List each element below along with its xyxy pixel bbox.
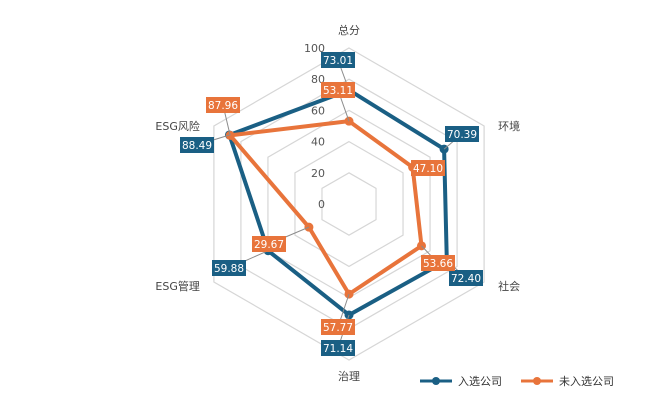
tick-label: 0 xyxy=(318,198,325,211)
value-label: 29.67 xyxy=(254,239,284,251)
value-label-box xyxy=(321,340,355,356)
tick-label: 40 xyxy=(311,136,325,149)
legend-item[interactable]: 入选公司 xyxy=(420,375,502,388)
value-label-box xyxy=(321,319,355,335)
grid-ring-40 xyxy=(294,140,404,268)
chart-legend[interactable]: 入选公司 未入选公司 xyxy=(420,375,614,388)
value-label-box xyxy=(321,52,355,68)
value-label: 72.40 xyxy=(451,273,481,285)
legend-label: 未入选公司 xyxy=(559,375,614,388)
value-label-box xyxy=(180,137,214,153)
legend-item[interactable]: 未入选公司 xyxy=(521,375,614,388)
radar-value-labels: 73.01 70.39 72.40 71.14 59.88 88.49 53.11 47.10… xyxy=(180,52,483,356)
axis-name: 环境 xyxy=(498,119,520,133)
value-label: 71.14 xyxy=(323,343,353,355)
value-label-box xyxy=(321,82,355,98)
value-label-box xyxy=(449,270,483,286)
value-label-box xyxy=(206,97,240,113)
axis-name: 治理 xyxy=(338,369,360,383)
value-label: 57.77 xyxy=(323,322,353,334)
axis-name: ESG管理 xyxy=(155,279,199,293)
legend-swatch-dot xyxy=(432,377,440,385)
value-label-box xyxy=(411,160,445,176)
value-label: 88.49 xyxy=(182,140,212,152)
grid-ring-100 xyxy=(213,47,485,361)
series-line xyxy=(228,119,424,297)
value-label-box xyxy=(212,260,246,276)
value-label-box xyxy=(445,126,479,142)
radar-series xyxy=(224,85,452,320)
value-label: 53.66 xyxy=(423,258,453,270)
value-label: 70.39 xyxy=(447,129,477,141)
legend-label: 入选公司 xyxy=(458,375,502,388)
value-label: 59.88 xyxy=(214,263,244,275)
legend-swatch-dot xyxy=(533,377,541,385)
value-label-box xyxy=(421,255,455,271)
axis-name: ESG风险 xyxy=(155,119,199,133)
tick-label: 60 xyxy=(311,104,325,117)
grid-ring-20 xyxy=(321,172,377,236)
value-label: 73.01 xyxy=(323,55,353,67)
value-label: 47.10 xyxy=(413,163,443,175)
value-label: 87.96 xyxy=(208,100,238,112)
tick-label: 20 xyxy=(311,167,325,180)
tick-label: 100 xyxy=(304,42,325,55)
axis-name: 社会 xyxy=(498,279,520,293)
value-label: 53.11 xyxy=(323,85,353,97)
value-label-box xyxy=(252,236,286,252)
axis-name: 总分 xyxy=(338,23,360,37)
